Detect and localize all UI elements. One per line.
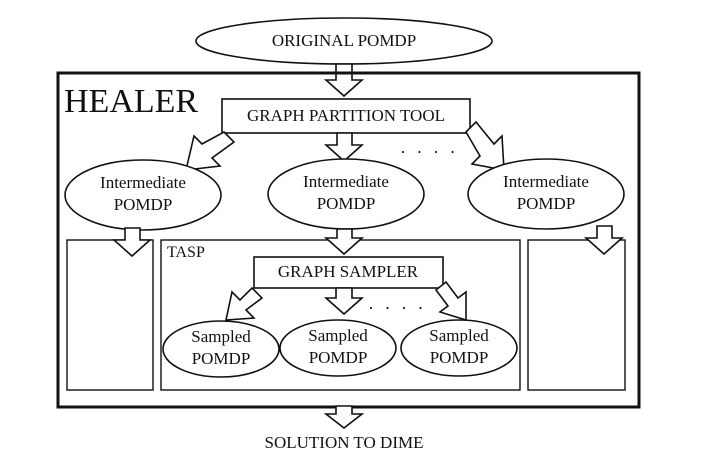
arrow-healer-to-solution <box>323 405 365 430</box>
side-box-left <box>66 239 154 391</box>
sampled-pomdp-right: Sampled POMDP <box>400 319 518 377</box>
arrow-partition-to-intermediate-center <box>323 132 365 163</box>
sampled-center-line1: Sampled <box>308 326 368 345</box>
ellipsis-top: · · · · <box>400 142 458 162</box>
arrow-partition-to-intermediate-right <box>464 120 505 171</box>
intermediate-right-line1: Intermediate <box>503 172 589 191</box>
sampled-pomdp-center: Sampled POMDP <box>279 319 397 377</box>
arrow-sampler-to-sampled-left <box>224 286 264 321</box>
arrow-intermediate-to-sampler <box>323 228 365 256</box>
intermediate-center-line1: Intermediate <box>303 172 389 191</box>
sampled-right-line1: Sampled <box>429 326 489 345</box>
arrow-partition-to-intermediate-left <box>184 131 236 171</box>
side-box-right <box>527 239 626 391</box>
intermediate-left-line2: POMDP <box>114 195 173 214</box>
intermediate-left-line1: Intermediate <box>100 173 186 192</box>
sampled-left-line1: Sampled <box>191 327 251 346</box>
arrow-sampler-to-sampled-right <box>434 280 467 322</box>
original-pomdp-label: ORIGINAL POMDP <box>272 31 416 50</box>
solution-label: SOLUTION TO DIME <box>265 433 424 452</box>
intermediate-pomdp-right: Intermediate POMDP <box>467 158 625 230</box>
arrow-original-to-partition <box>323 63 365 98</box>
healer-label: HEALER <box>64 83 198 120</box>
sampled-right-line2: POMDP <box>430 348 489 367</box>
ellipsis-mid: · · · · <box>368 298 426 318</box>
graph-partition-tool-label: GRAPH PARTITION TOOL <box>247 106 445 125</box>
graph-partition-tool-node: GRAPH PARTITION TOOL <box>221 98 471 134</box>
sampled-left-line2: POMDP <box>192 349 251 368</box>
intermediate-center-line2: POMDP <box>317 194 376 213</box>
arrow-intermediate-right-down <box>583 225 625 256</box>
sampled-center-line2: POMDP <box>309 348 368 367</box>
intermediate-right-line2: POMDP <box>517 194 576 213</box>
intermediate-pomdp-left: Intermediate POMDP <box>64 159 222 231</box>
arrow-intermediate-left-down <box>111 227 153 258</box>
arrow-sampler-to-sampled-center <box>323 287 365 316</box>
tasp-label: TASP <box>167 244 205 261</box>
sampled-pomdp-left: Sampled POMDP <box>162 320 280 378</box>
graph-sampler-node: GRAPH SAMPLER <box>253 256 444 289</box>
graph-sampler-label: GRAPH SAMPLER <box>278 262 419 281</box>
intermediate-pomdp-center: Intermediate POMDP <box>267 158 425 230</box>
original-pomdp-node: ORIGINAL POMDP <box>195 17 493 65</box>
